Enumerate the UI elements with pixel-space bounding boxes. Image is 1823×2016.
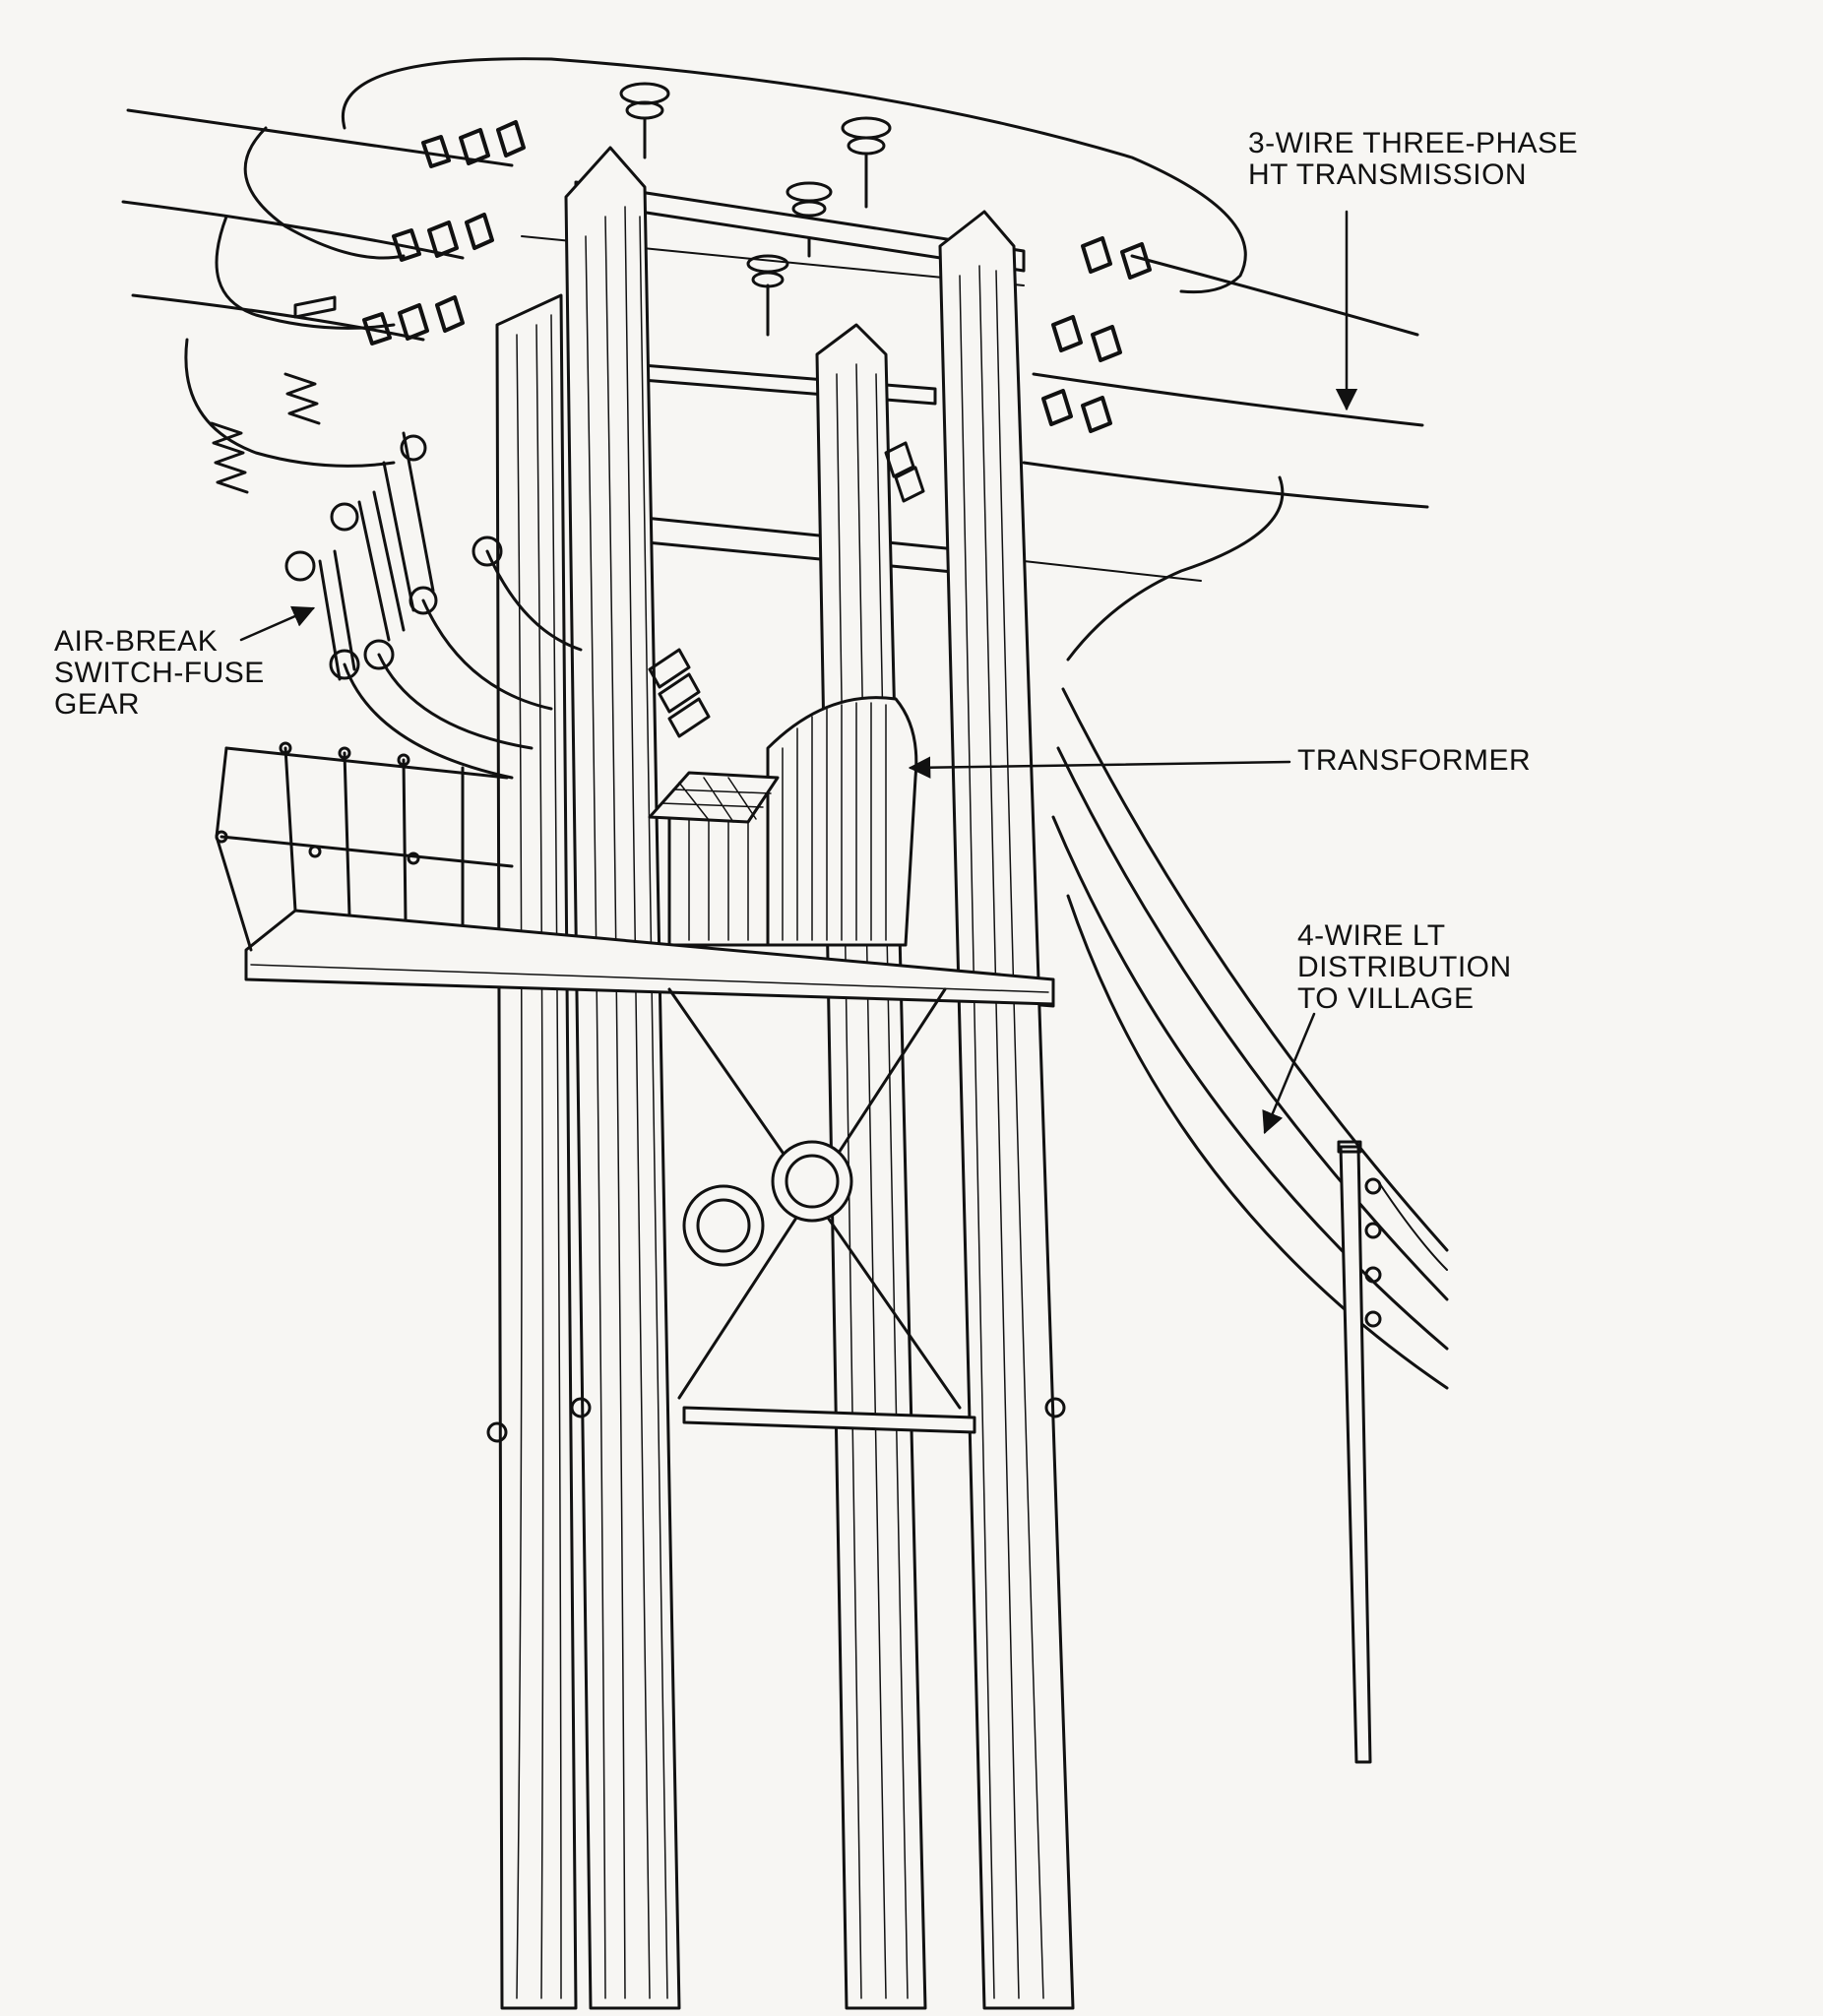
back-left-pole	[495, 293, 578, 2010]
label-air-break-switch-fuse-gear: AIR-BREAK SWITCH-FUSE GEAR	[54, 626, 265, 721]
left-insulator-strings	[210, 120, 526, 494]
village-pole	[1337, 1140, 1382, 1764]
label-lt-distribution: 4-WIRE LT DISTRIBUTION TO VILLAGE	[1297, 920, 1512, 1015]
label-ht-transmission: 3-WIRE THREE-PHASE HT TRANSMISSION	[1248, 128, 1578, 191]
label-line: TO VILLAGE	[1297, 982, 1475, 1015]
callout-arrows	[239, 210, 1358, 1135]
label-line: 4-WIRE LT	[1297, 919, 1446, 952]
lower-bracing	[486, 987, 1066, 1443]
ht-transmission-wires	[121, 57, 1429, 662]
front-left-pole	[564, 146, 681, 2010]
label-line: DISTRIBUTION	[1297, 951, 1512, 983]
label-line: AIR-BREAK	[54, 625, 219, 658]
right-insulator-strings	[1041, 236, 1152, 433]
front-right-pole	[938, 210, 1075, 2010]
work-platform	[215, 741, 1055, 1006]
label-transformer: TRANSFORMER	[1297, 745, 1531, 777]
label-line: TRANSFORMER	[1297, 744, 1532, 777]
transformer	[648, 441, 925, 947]
label-line: GEAR	[54, 688, 141, 721]
label-line: HT TRANSMISSION	[1248, 158, 1528, 191]
lt-distribution-wires	[1051, 687, 1449, 1390]
label-line: 3-WIRE THREE-PHASE	[1248, 127, 1579, 159]
air-break-switch	[284, 431, 583, 780]
label-line: SWITCH-FUSE	[54, 657, 265, 689]
